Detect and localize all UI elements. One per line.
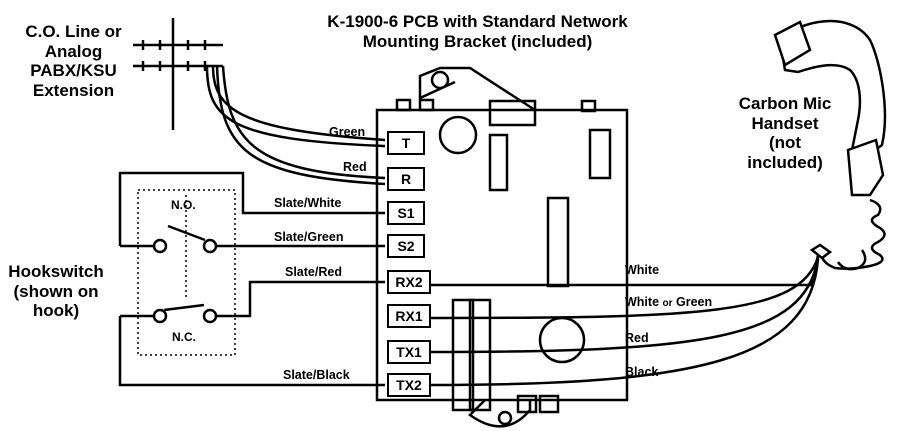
pcb-board xyxy=(375,66,629,428)
pcb-title-text: Mounting Bracket (included) xyxy=(362,31,593,51)
handset-icon xyxy=(773,19,887,271)
wire-label-white-or-green-a: White xyxy=(625,295,660,309)
terminal-s2: S2 xyxy=(387,234,425,258)
wire-label-black: Black xyxy=(625,365,659,379)
red-wire xyxy=(221,65,386,180)
co-line-label: C.O. Line or Analog PABX/KSU Extension xyxy=(6,22,141,100)
pcb-title: K-1900-6 PCB with Standard Network Mount… xyxy=(315,12,640,51)
co-line-text: C.O. Line or xyxy=(25,22,122,41)
handset-text: Handset xyxy=(751,113,819,133)
terminal-rx2: RX2 xyxy=(387,270,431,294)
wire-label-red-right: Red xyxy=(625,331,649,345)
hookswitch-text: Hookswitch xyxy=(8,262,104,281)
wire-label-slate-red: Slate/Red xyxy=(285,265,342,279)
wire-label-slate-green: Slate/Green xyxy=(274,230,344,244)
terminal-s1: S1 xyxy=(387,201,425,225)
hookswitch-text: hook) xyxy=(32,301,80,321)
handset-text: included) xyxy=(747,152,823,172)
no-label: N.O. xyxy=(171,198,196,212)
hookswitch-label: Hookswitch (shown on hook) xyxy=(2,262,110,321)
hookswitch-box xyxy=(137,189,236,356)
wire-label-slate-white: Slate/White xyxy=(274,196,342,210)
wire-label-red: Red xyxy=(343,160,367,174)
wire-label-white: White xyxy=(625,263,660,277)
red-wire-2 xyxy=(215,65,386,186)
handset-text: Carbon Mic xyxy=(738,94,832,113)
terminal-rx1: RX1 xyxy=(387,304,431,328)
handset-label: Carbon Mic Handset (not included) xyxy=(725,94,845,172)
terminal-tx1: TX1 xyxy=(387,340,431,364)
wire-label-slate-black: Slate/Black xyxy=(283,368,350,382)
wire-label-or: or xyxy=(662,298,673,309)
nc-label: N.C. xyxy=(172,330,196,344)
co-line-text: Extension xyxy=(32,80,115,100)
telephone-pole-icon xyxy=(133,18,223,130)
green-wire xyxy=(211,65,386,142)
terminal-t: T xyxy=(387,131,425,155)
wire-label-white-or-green-b: Green xyxy=(676,295,713,309)
green-wire-2 xyxy=(205,65,386,148)
wire-label-green: Green xyxy=(329,125,366,139)
wire-label-white-or-green: White or Green xyxy=(625,295,712,310)
handset-text: (not xyxy=(768,133,802,153)
terminal-r: R xyxy=(387,167,425,191)
co-line-text: PABX/KSU xyxy=(30,61,117,81)
co-line-text: Analog xyxy=(44,41,103,61)
terminal-tx2: TX2 xyxy=(387,373,431,397)
hookswitch-text: (shown on xyxy=(13,281,99,301)
pcb-title-text: K-1900-6 PCB with Standard Network xyxy=(327,12,628,31)
